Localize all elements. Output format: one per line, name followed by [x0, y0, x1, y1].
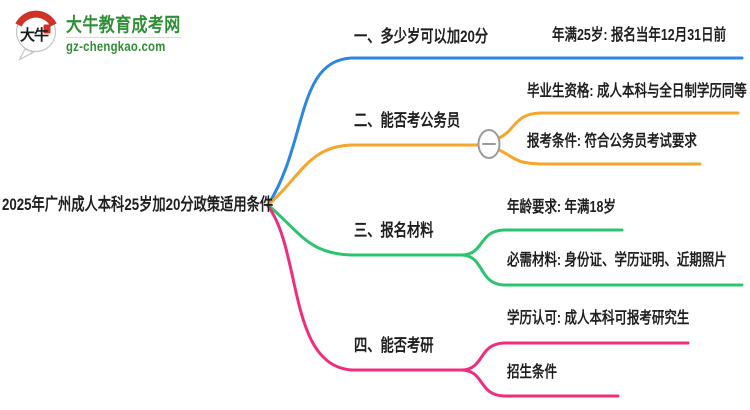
branch1-child1-node[interactable]: 年满25岁: 报名当年12月31日前 — [552, 27, 727, 44]
branch2-child2-node[interactable]: 报考条件: 符合公务员考试要求 — [527, 133, 697, 150]
site-url: gz-chengkao.com — [66, 37, 181, 55]
logo-red-arc — [15, 10, 57, 27]
branch2-child2-link-line — [497, 148, 702, 166]
branch3-link-line — [266, 203, 464, 257]
branch4-child2-node[interactable]: 招生条件 — [507, 364, 557, 381]
logo-seal-stamp — [43, 24, 51, 34]
site-logo: 大牛 大牛教育成考网 gz-chengkao.com — [13, 8, 203, 61]
branch3-child2-node[interactable]: 必需材料: 身份证、学历证明、近期照片 — [507, 252, 727, 269]
site-name: 大牛教育成考网 — [66, 15, 181, 36]
branch1-link-line — [266, 56, 744, 207]
branch4-link-line — [266, 204, 464, 372]
branch2-child1-node[interactable]: 毕业生资格: 成人本科与全日制学历同等 — [527, 83, 747, 100]
logo-text-block: 大牛教育成考网 gz-chengkao.com — [66, 8, 181, 55]
branch4-child2-link-line — [460, 368, 620, 398]
branch4-node[interactable]: 四、能否考研 — [354, 336, 434, 355]
branch3-child1-node[interactable]: 年龄要求: 年满18岁 — [507, 199, 616, 216]
branch4-child1-node[interactable]: 学历认可: 成人本科可报考研究生 — [507, 310, 690, 327]
branch3-node[interactable]: 三、报名材料 — [354, 221, 434, 240]
branch3-child1-link-line — [460, 228, 624, 257]
branch2-child1-link-line — [497, 111, 740, 140]
logo-badge-text: 大牛 — [20, 26, 49, 44]
root-node[interactable]: 2025年广州成人本科25岁加20分政策适用条件 — [2, 195, 274, 214]
branch1-node[interactable]: 一、多少岁可以加20分 — [354, 27, 489, 46]
branch3-child2-link-line — [460, 253, 744, 287]
branch2-link-line — [266, 143, 479, 207]
collapse-button[interactable] — [477, 129, 501, 159]
branch4-child1-link-line — [460, 341, 690, 372]
branch2-node[interactable]: 二、能否考公务员 — [354, 111, 461, 130]
daniu-logo-icon: 大牛 — [15, 10, 57, 61]
